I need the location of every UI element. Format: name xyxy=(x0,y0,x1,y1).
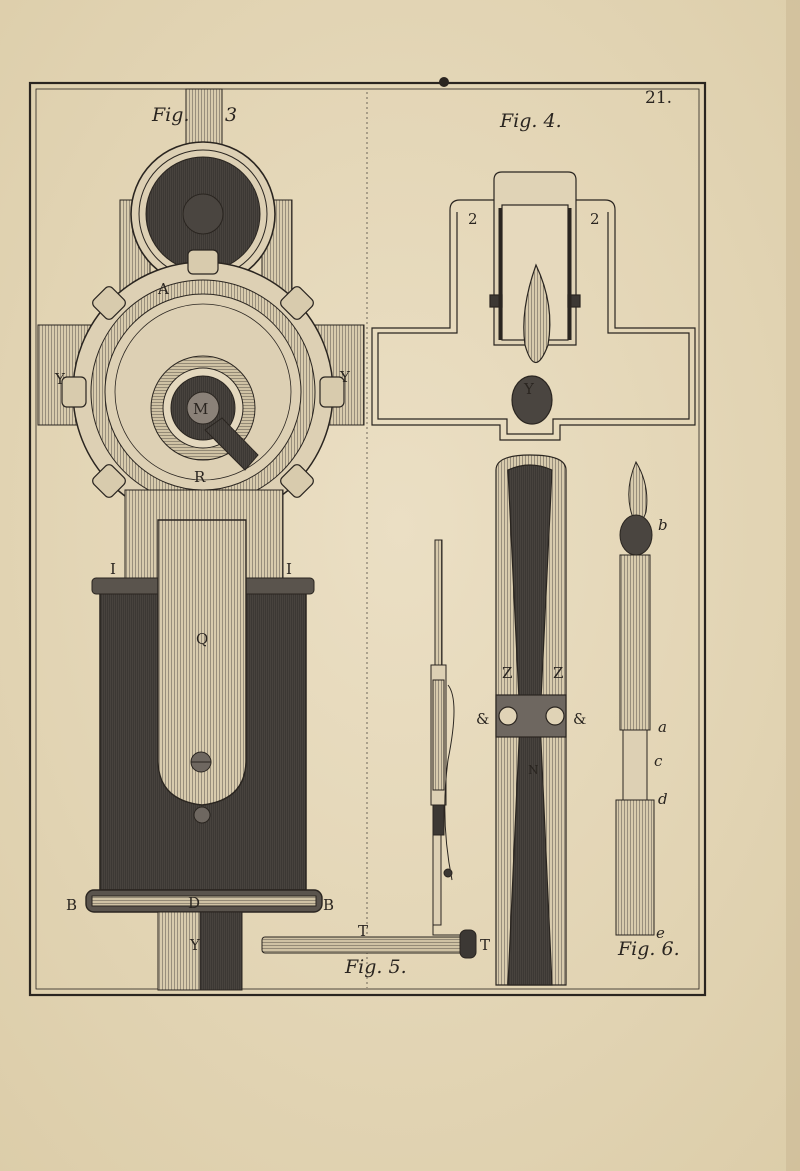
figure-4-tube xyxy=(495,454,567,986)
pin-mark xyxy=(439,77,449,87)
figure-6-candle xyxy=(615,460,655,936)
label-2-left: 2 xyxy=(468,210,478,228)
fig6-caption: Fig. 6. xyxy=(618,938,680,960)
label-Y-base: Y xyxy=(190,936,200,954)
label-2-right: 2 xyxy=(590,210,600,228)
label-e: e xyxy=(656,924,665,942)
plate-number: 21. xyxy=(645,88,673,108)
label-R: R xyxy=(194,468,206,486)
label-T-tube: T xyxy=(480,936,491,954)
label-Y-left: Y xyxy=(55,370,65,388)
label-N: N xyxy=(528,763,539,777)
fig3-number: 3 xyxy=(225,104,238,126)
label-amp-left: & xyxy=(476,710,490,728)
label-D: D xyxy=(188,894,201,912)
label-b: b xyxy=(658,516,668,534)
fig4-caption: Fig. 4. xyxy=(500,110,562,132)
label-B-left: B xyxy=(66,896,78,914)
label-amp-right: & xyxy=(573,710,587,728)
label-Z-right: Z xyxy=(553,664,564,682)
figure-3-machine xyxy=(37,88,365,991)
label-B-right: B xyxy=(323,896,335,914)
label-d: d xyxy=(658,790,668,808)
label-c: c xyxy=(654,752,663,770)
label-I-right: I xyxy=(286,560,292,578)
label-Y-right: Y xyxy=(340,368,350,386)
label-Z-left: Z xyxy=(502,664,513,682)
label-I-left: I xyxy=(110,560,116,578)
fig3-caption: Fig. xyxy=(152,104,190,126)
fig5-caption: Fig. 5. xyxy=(345,956,407,978)
label-a: a xyxy=(658,718,667,736)
label-A: A xyxy=(158,280,169,298)
label-Q: Q xyxy=(196,630,209,648)
figure-5-lever xyxy=(261,539,477,959)
figure-4-frame xyxy=(371,171,696,441)
label-T-lever: T xyxy=(358,922,369,940)
label-Y-fig4: Y xyxy=(524,380,534,398)
label-M: M xyxy=(193,400,209,418)
plate-border xyxy=(28,81,707,997)
